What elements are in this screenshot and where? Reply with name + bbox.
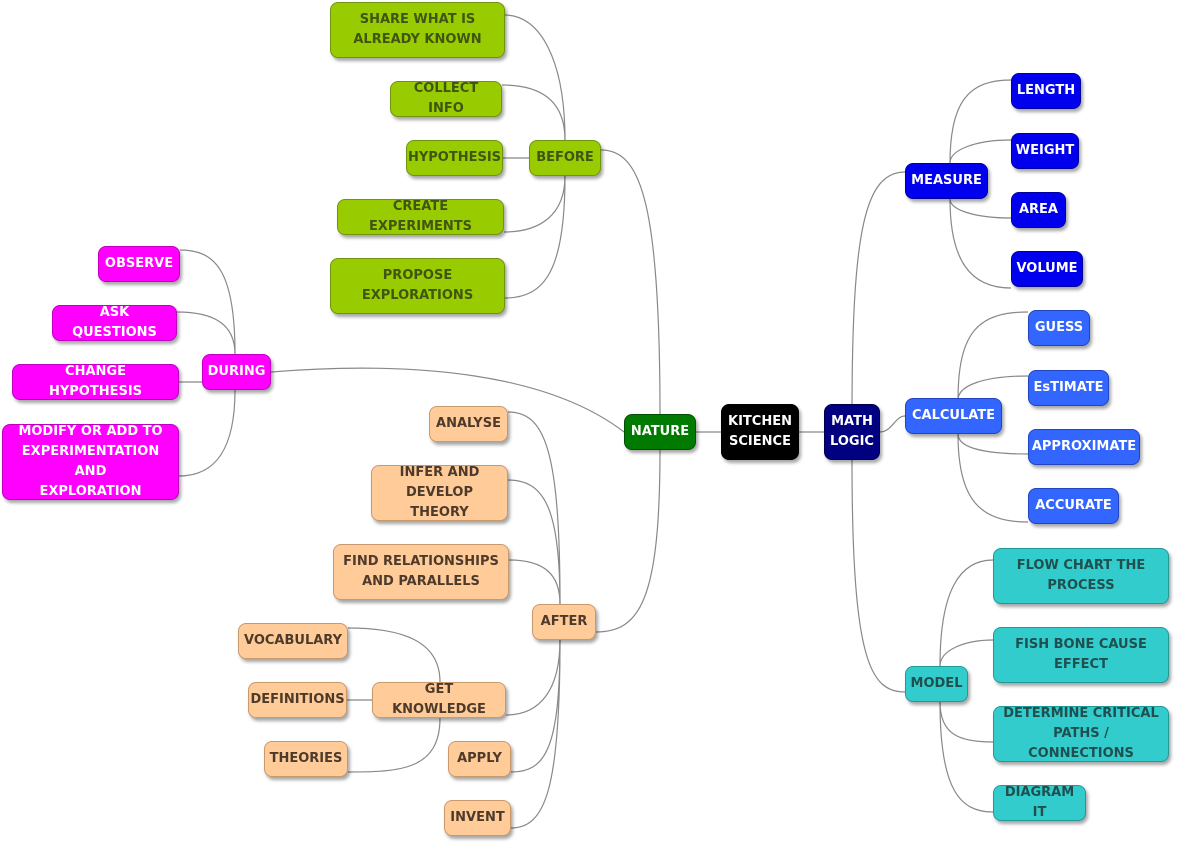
node-theories[interactable]: THEORIES <box>264 741 348 777</box>
node-calculate[interactable]: CALCULATE <box>905 398 1002 434</box>
node-get-knowledge[interactable]: GET KNOWLEDGE <box>372 682 506 718</box>
node-infer-and-develop-theory[interactable]: INFER AND DEVELOP THEORY <box>371 465 508 521</box>
node-diagram-it[interactable]: DIAGRAM IT <box>993 785 1086 821</box>
node-flow-chart-the-process[interactable]: FLOW CHART THE PROCESS <box>993 548 1169 604</box>
node-apply[interactable]: APPLY <box>448 741 511 777</box>
node-guess[interactable]: GUESS <box>1028 310 1090 346</box>
node-collect-info[interactable]: COLLECT INFO <box>390 81 502 117</box>
node-area[interactable]: AREA <box>1011 192 1066 228</box>
edge-math-calculate <box>879 415 906 433</box>
edge-measure-weight <box>949 139 1012 164</box>
node-after[interactable]: AFTER <box>532 604 596 640</box>
edge-gk-vocab <box>347 627 441 683</box>
edge-calc-accurate <box>957 433 1029 523</box>
edge-after-analyse <box>507 411 561 605</box>
node-weight[interactable]: WEIGHT <box>1011 133 1079 169</box>
node-approximate[interactable]: APPROXIMATE <box>1028 429 1140 465</box>
edge-calc-estimate <box>957 375 1029 401</box>
edge-before-create <box>503 175 566 233</box>
node-accurate[interactable]: ACCURATE <box>1028 488 1119 524</box>
edge-before-share <box>504 14 566 141</box>
edge-during-observe <box>179 249 236 355</box>
root-node-kitchen-science[interactable]: KITCHEN SCIENCE <box>721 404 799 460</box>
node-ask-questions[interactable]: ASK QUESTIONS <box>52 305 177 341</box>
edge-measure-area <box>949 198 1012 219</box>
edge-before-propose <box>504 175 566 299</box>
edge-during-ask <box>176 311 236 355</box>
edge-nature-before <box>600 149 661 415</box>
node-estimate[interactable]: EsTIMATE <box>1028 370 1109 406</box>
edge-calc-approx <box>957 433 1029 455</box>
node-determine-critical-paths[interactable]: DETERMINE CRITICAL PATHS / CONNECTIONS <box>993 706 1169 762</box>
node-during[interactable]: DURING <box>202 354 271 390</box>
edge-model-flow <box>939 559 994 667</box>
node-definitions[interactable]: DEFINITIONS <box>248 682 347 718</box>
node-invent[interactable]: INVENT <box>444 800 511 836</box>
node-measure[interactable]: MEASURE <box>905 163 988 199</box>
edge-model-critical <box>939 701 994 743</box>
edge-during-modify <box>178 389 236 477</box>
node-analyse[interactable]: ANALYSE <box>429 406 508 442</box>
edge-after-infer <box>507 479 561 605</box>
node-observe[interactable]: OBSERVE <box>98 246 180 282</box>
node-before[interactable]: BEFORE <box>529 140 601 176</box>
node-propose-explorations[interactable]: PROPOSE EXPLORATIONS <box>330 258 505 314</box>
node-length[interactable]: LENGTH <box>1011 73 1081 109</box>
edge-math-model <box>851 459 906 693</box>
node-math-logic[interactable]: MATH LOGIC <box>824 404 880 460</box>
edge-before-collect <box>501 84 566 141</box>
edge-nature-during <box>270 367 625 433</box>
node-share-what-is-already-known[interactable]: SHARE WHAT IS ALREADY KNOWN <box>330 2 505 58</box>
node-change-hypothesis[interactable]: CHANGE HYPOTHESIS <box>12 364 179 400</box>
edge-gk-theories <box>347 717 441 773</box>
edge-math-measure <box>851 171 906 415</box>
node-find-relationships[interactable]: FIND RELATIONSHIPS AND PARALLELS <box>333 544 509 600</box>
edge-after-invent <box>510 639 561 829</box>
edge-measure-volume <box>949 198 1012 289</box>
node-create-experiments[interactable]: CREATE EXPERIMENTS <box>337 199 504 235</box>
edge-after-find <box>508 559 561 605</box>
edge-after-getknow <box>505 639 561 716</box>
node-fish-bone-cause-effect[interactable]: FISH BONE CAUSE EFFECT <box>993 627 1169 683</box>
node-hypothesis[interactable]: HYPOTHESIS <box>406 140 503 176</box>
edge-nature-after <box>595 449 661 633</box>
node-vocabulary[interactable]: VOCABULARY <box>238 623 348 659</box>
edge-model-diagram <box>939 701 994 813</box>
node-nature[interactable]: NATURE <box>624 414 696 450</box>
node-model[interactable]: MODEL <box>905 666 968 702</box>
node-volume[interactable]: VOLUME <box>1011 251 1083 287</box>
node-modify-or-add[interactable]: MODIFY OR ADD TO EXPERIMENTATION AND EXP… <box>2 424 179 500</box>
edge-calc-guess <box>957 311 1029 401</box>
edge-measure-length <box>949 79 1012 164</box>
edge-model-fish <box>939 639 994 667</box>
